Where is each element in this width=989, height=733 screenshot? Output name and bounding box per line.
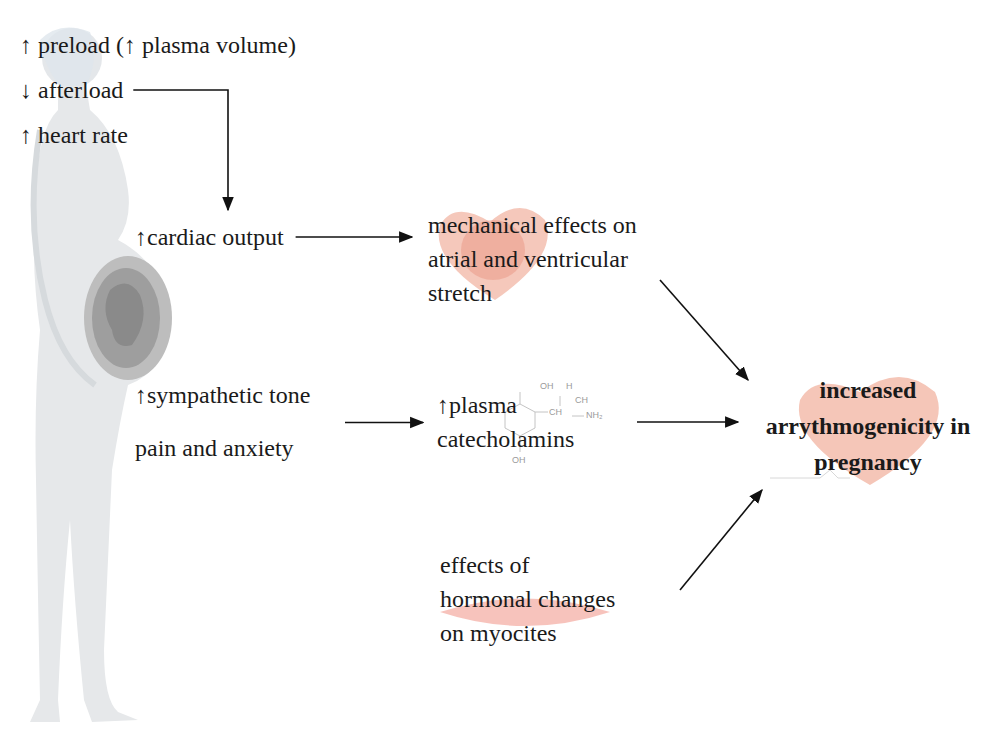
molecule-atom-label: NH₂ <box>586 410 603 420</box>
node-text: mechanical effects on atrial and ventric… <box>428 208 642 310</box>
arrow-connector <box>637 421 738 423</box>
arrow-connector <box>133 90 228 210</box>
cause-list: ↑ preload (↑ plasma volume) ↓ afterload ↑ … <box>20 28 365 152</box>
node-text: pain and anxiety <box>135 431 294 465</box>
arrow-connector <box>345 422 423 424</box>
node-text: ↓ afterload <box>20 73 123 107</box>
process-text: ↑cardiac output <box>135 220 335 254</box>
molecule-atom-label: H <box>566 381 573 391</box>
effect-text: effects of hormonal changes on myocites <box>440 548 624 650</box>
node-text: ↑cardiac output <box>135 220 284 254</box>
arrow-connector <box>296 236 412 238</box>
molecule-atom-label: CH <box>575 395 588 405</box>
outcome-text: increased arrythmogenicity in pregnancy <box>760 372 976 480</box>
molecule-atom-label: OH <box>540 381 554 391</box>
molecule-atom-label: CH <box>549 407 562 417</box>
node-text: ↑ preload (↑ plasma volume) <box>20 28 296 62</box>
effect-text: mechanical effects on atrial and ventric… <box>428 208 642 310</box>
arrow-connector <box>660 280 748 380</box>
molecule-atom-label: OH <box>512 455 526 465</box>
node-text: ↑plasma catecholamins <box>437 388 619 456</box>
node-text: effects of hormonal changes on myocites <box>440 548 624 650</box>
arrow-connector <box>680 490 762 590</box>
process-text: ↑plasma catecholamins <box>437 388 619 456</box>
node-text: increased arrythmogenicity in pregnancy <box>760 372 976 480</box>
node-text: ↑sympathetic tone <box>135 378 310 412</box>
cause-list: ↑sympathetic tone pain and anxiety <box>135 378 365 465</box>
node-text: ↑ heart rate <box>20 118 128 152</box>
